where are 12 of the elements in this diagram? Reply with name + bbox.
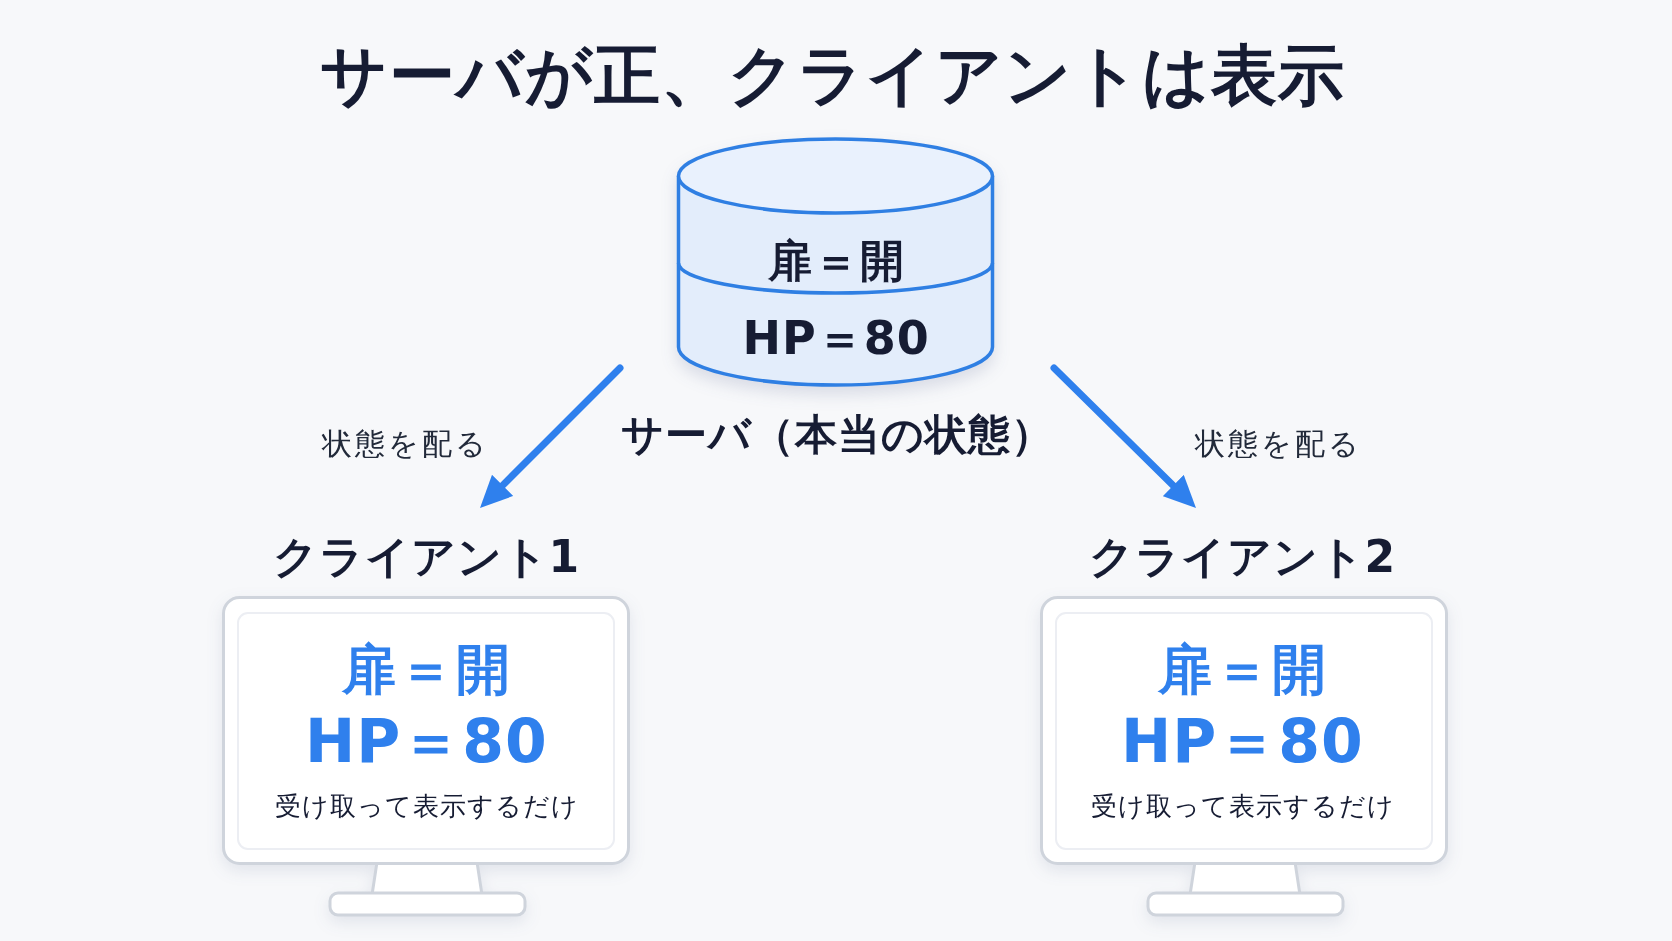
screen-caption: 受け取って表示するだけ [273, 790, 579, 822]
state-text: 扉＝開 [766, 234, 906, 288]
hp-text: HP＝80 [304, 705, 548, 777]
hp-text: HP＝80 [741, 310, 930, 366]
client-heading: クライアント2 [1087, 530, 1397, 584]
client-heading: クライアント1 [271, 530, 581, 584]
state-text: 扉＝開 [1157, 637, 1329, 703]
state-text: 扉＝開 [341, 637, 513, 703]
hp-text: HP＝80 [1120, 705, 1364, 777]
screen-caption: 受け取って表示するだけ [1089, 790, 1395, 822]
title: サーバが正、クライアントは表示 [319, 35, 1345, 115]
server-caption: サーバ（本当の状態） [620, 410, 1054, 461]
